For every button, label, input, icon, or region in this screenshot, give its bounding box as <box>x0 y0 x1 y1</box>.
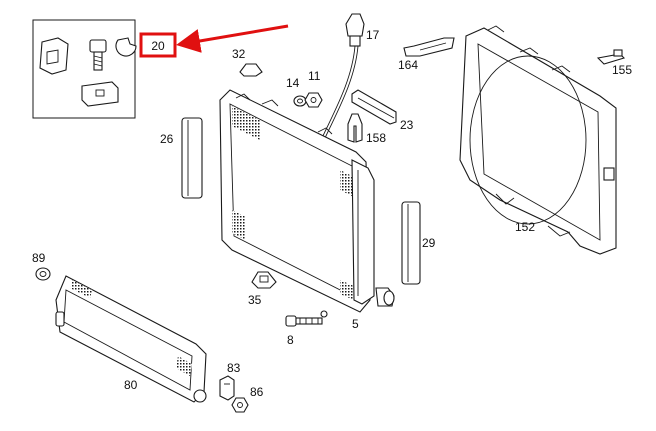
label-29: 29 <box>422 236 436 250</box>
callout-20-label: 20 <box>151 39 165 53</box>
block-part <box>81 81 119 107</box>
wrench-icon <box>115 37 137 57</box>
part-35-mount: 35 <box>248 271 277 307</box>
label-83: 83 <box>227 361 241 375</box>
part-8-drain-plug: 8 <box>285 310 328 347</box>
part-83-bracket: 83 <box>219 361 241 401</box>
label-164: 164 <box>398 58 418 72</box>
part-29-column: 29 <box>401 201 436 285</box>
label-158: 158 <box>366 131 386 145</box>
part-155-clip: 155 <box>596 49 632 77</box>
label-17: 17 <box>366 28 380 42</box>
bolt-part <box>89 39 107 71</box>
callout-20: 20 <box>139 24 289 58</box>
label-80: 80 <box>124 378 138 392</box>
label-89: 89 <box>32 251 46 265</box>
callout-arrow <box>176 24 289 53</box>
label-86: 86 <box>250 385 264 399</box>
part-158-seal: 158 <box>347 113 386 145</box>
part-11-nut: 11 <box>304 69 323 108</box>
label-26: 26 <box>160 132 174 146</box>
label-11: 11 <box>308 69 321 83</box>
part-164-bracket: 164 <box>398 37 455 72</box>
radiator-main: 5 <box>219 89 395 331</box>
label-8: 8 <box>287 333 294 347</box>
label-35: 35 <box>248 293 262 307</box>
part-152-fan-shroud: 152 <box>459 25 617 255</box>
part-80-oil-cooler: 80 <box>55 275 207 403</box>
part-32: 32 <box>232 47 263 77</box>
detail-inset-box <box>32 19 137 119</box>
part-86-nut: 86 <box>231 385 264 413</box>
part-14-washer: 14 <box>286 76 307 107</box>
part-23-strip: 23 <box>351 89 414 132</box>
label-152: 152 <box>515 220 535 234</box>
label-23: 23 <box>400 118 414 132</box>
label-32: 32 <box>232 47 246 61</box>
label-5: 5 <box>352 317 359 331</box>
clip-bracket-part <box>39 37 69 75</box>
label-14: 14 <box>286 76 300 90</box>
part-26-column: 26 <box>160 117 203 199</box>
label-155: 155 <box>612 63 632 77</box>
part-17-valve: 17 <box>321 13 380 139</box>
part-89-plug: 89 <box>32 251 51 281</box>
